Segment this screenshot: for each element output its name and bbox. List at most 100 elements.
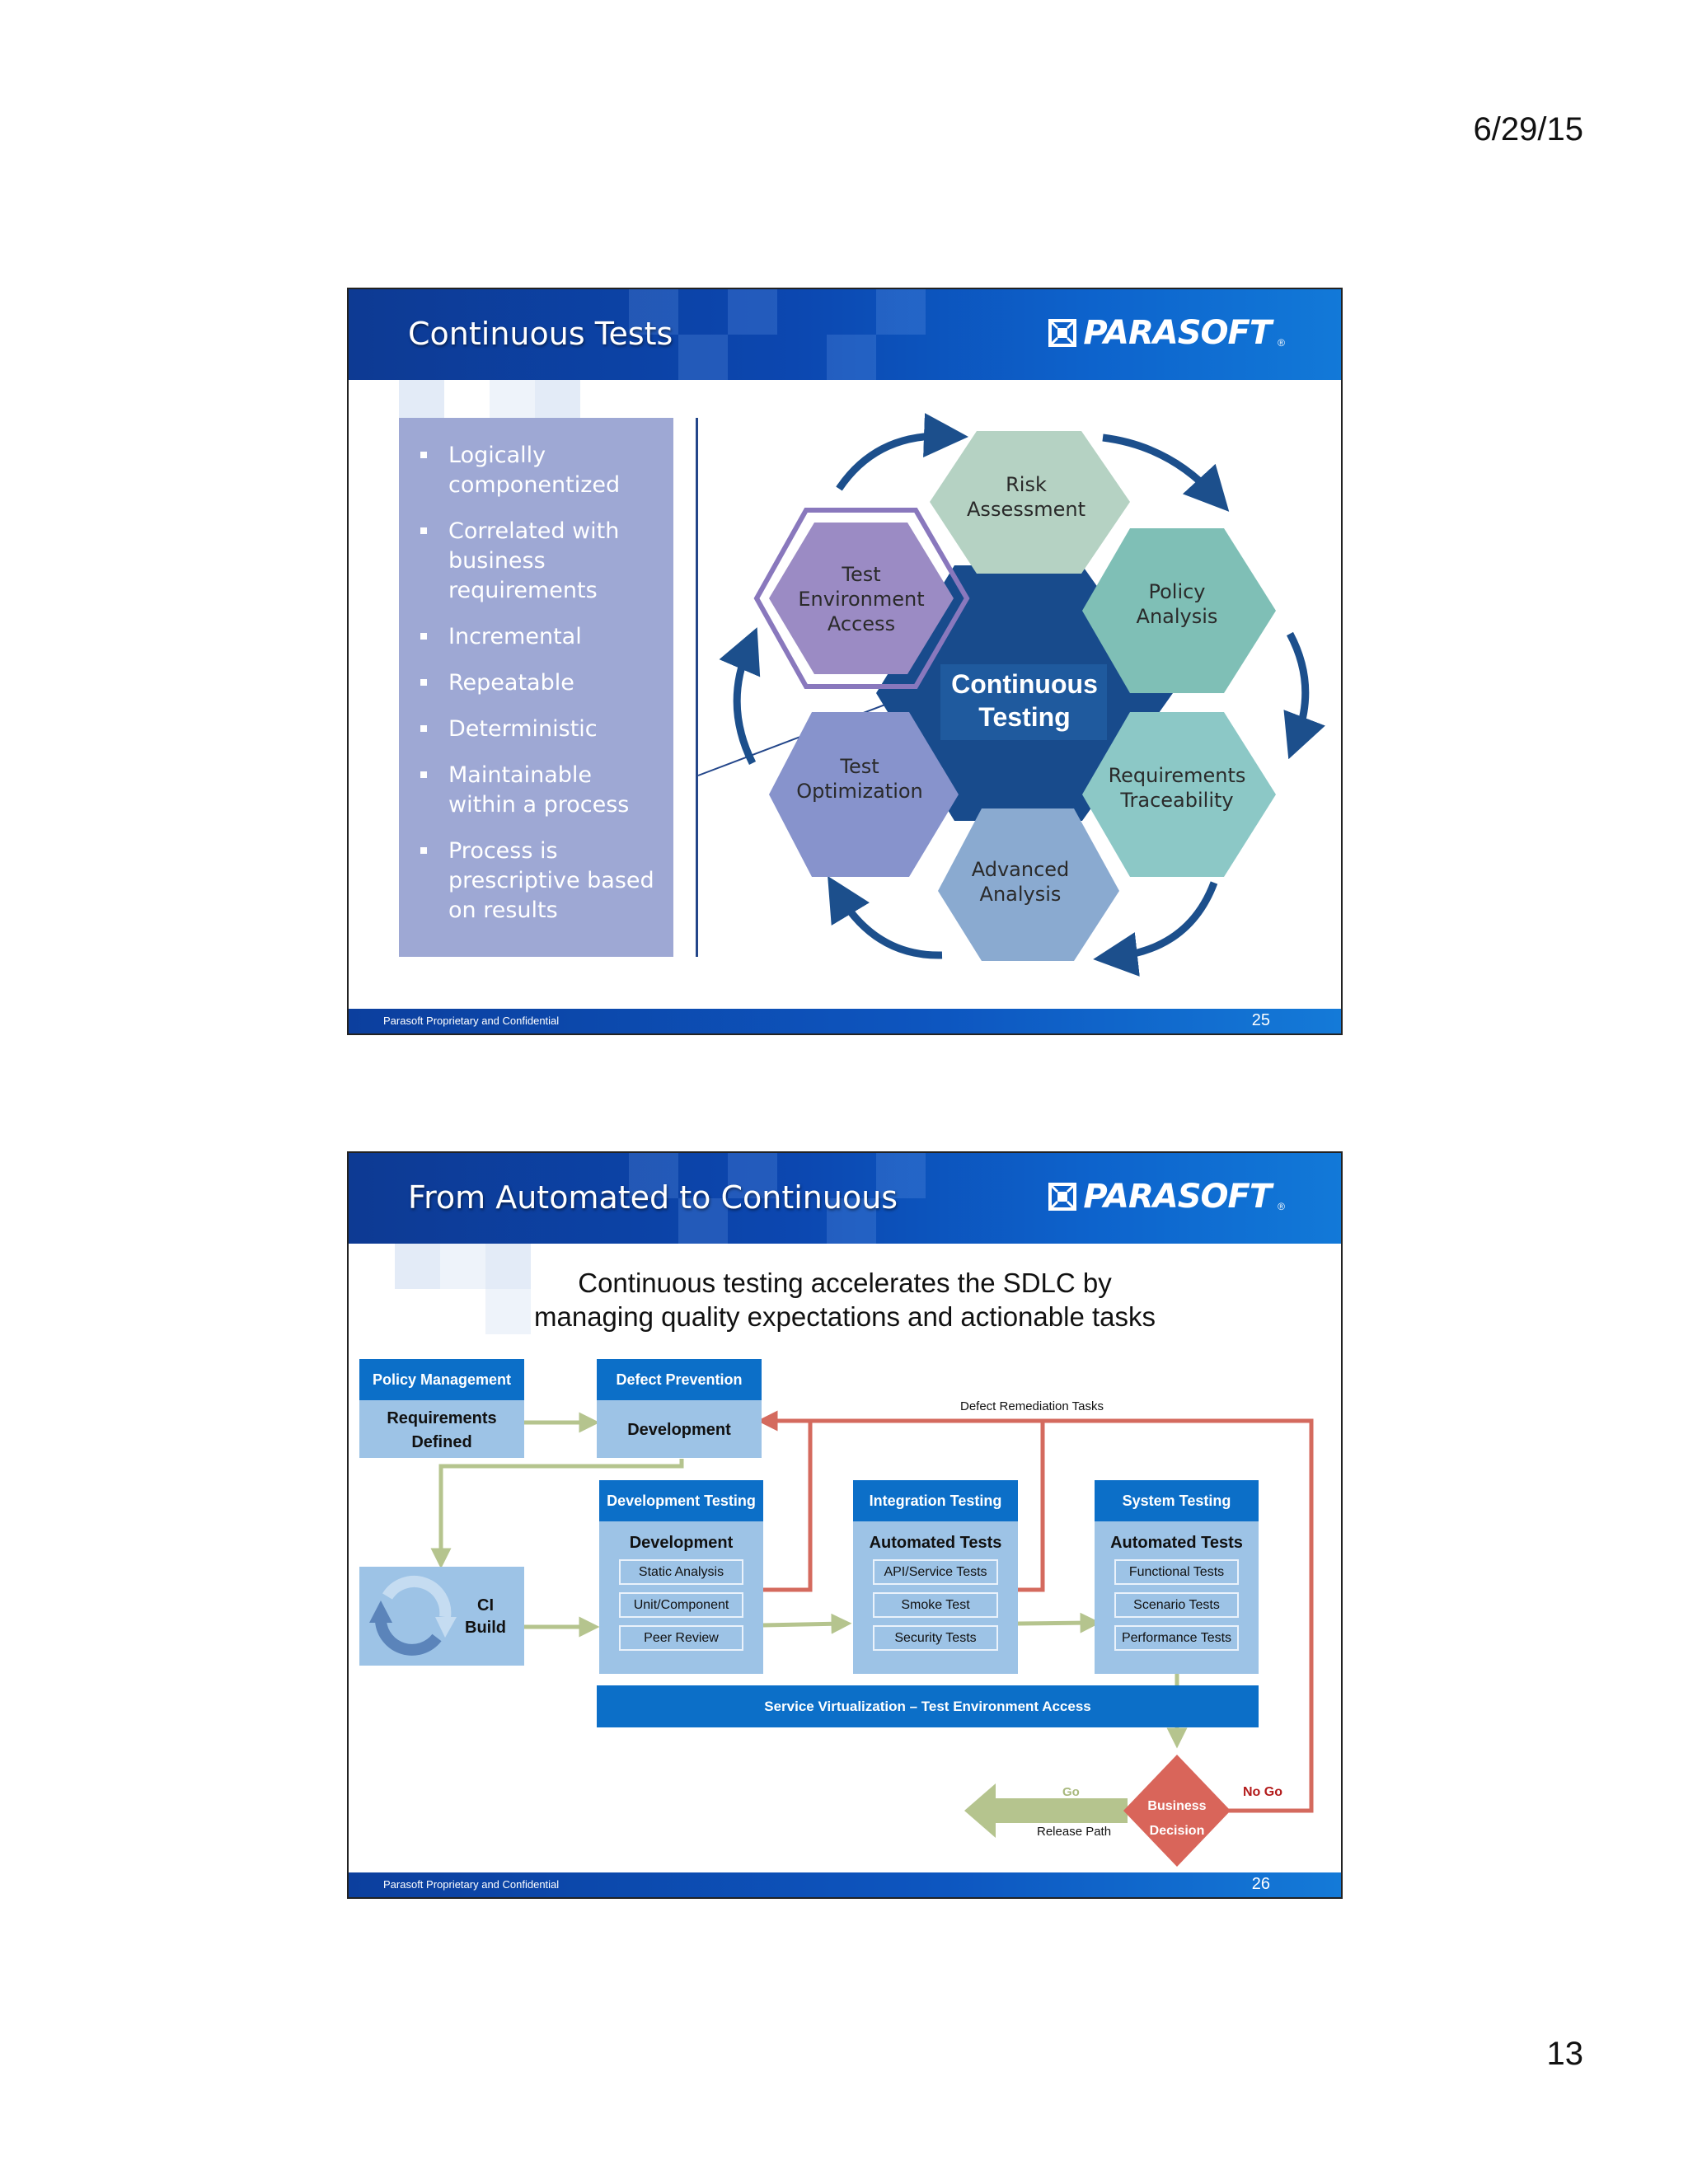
parasoft-logo-icon — [1048, 1183, 1077, 1211]
logo-registered: ® — [1278, 1201, 1285, 1212]
hex-label: Test — [841, 563, 880, 586]
test-item: Smoke Test — [873, 1592, 998, 1618]
test-item: Functional Tests — [1114, 1559, 1239, 1585]
panel-header: Integration Testing — [853, 1480, 1018, 1521]
ci-build-label: CI Build — [457, 1595, 514, 1639]
bullet-item: Process is prescriptive based on results — [420, 837, 657, 926]
hex-label: Requirements — [1109, 764, 1246, 787]
parasoft-logo: PARASOFT ® — [1048, 314, 1285, 352]
hex-label: Optimization — [796, 780, 923, 803]
test-item: Static Analysis — [619, 1559, 743, 1585]
panel-title: Automated Tests — [1110, 1534, 1243, 1552]
flow-arrow — [430, 1459, 684, 1569]
flow-arrow — [1017, 1612, 1101, 1633]
policy-management-panel: Policy Management Requirements Defined — [359, 1359, 524, 1458]
test-item: Peer Review — [619, 1625, 743, 1651]
panel-title: Development — [627, 1421, 731, 1439]
go-label: Go — [1062, 1785, 1080, 1799]
refresh-cycle-icon — [369, 1575, 457, 1656]
subtitle-line: Continuous testing accelerates the SDLC … — [578, 1268, 1112, 1298]
page-date: 6/29/15 — [1473, 111, 1583, 148]
bullet-item: Deterministic — [420, 715, 657, 744]
slide-header: From Automated to Continuous PARASOFT ® — [349, 1153, 1341, 1244]
remediation-line — [757, 1410, 1314, 1813]
panel-title: Requirements — [387, 1409, 497, 1427]
test-item: Security Tests — [873, 1625, 998, 1651]
subtitle-line: managing quality expectations and action… — [534, 1301, 1156, 1332]
bullet-item: Repeatable — [420, 668, 657, 698]
hex-label: Traceability — [1119, 789, 1233, 812]
hex-label: Policy — [1148, 580, 1205, 603]
test-item: Scenario Tests — [1114, 1592, 1239, 1618]
defect-prevention-panel: Defect Prevention Development — [597, 1359, 762, 1458]
business-decision-label: Business Decision — [1136, 1794, 1218, 1844]
center-label-box — [940, 664, 1107, 740]
logo-text: PARASOFT — [1083, 1178, 1272, 1216]
test-environment-outline — [753, 508, 970, 689]
no-go-label: No Go — [1243, 1785, 1282, 1799]
business-decision-diamond — [1123, 1755, 1231, 1867]
bullet-item: Incremental — [420, 622, 657, 652]
hex-label: Advanced — [972, 858, 1070, 881]
remediation-line — [763, 1421, 813, 1592]
test-item: API/Service Tests — [873, 1559, 998, 1585]
slide-footer: Parasoft Proprietary and Confidential 26 — [349, 1872, 1341, 1897]
remediation-line — [1018, 1421, 1045, 1592]
hex-label: Analysis — [1137, 605, 1218, 628]
risk-assessment-hexagon — [930, 431, 1130, 574]
development-testing-panel: Development Testing Development Static A… — [599, 1480, 763, 1674]
page-number: 13 — [1546, 2036, 1584, 2072]
policy-analysis-hexagon — [1082, 528, 1276, 693]
advanced-analysis-hexagon — [938, 808, 1119, 961]
cycle-arrow — [1283, 631, 1325, 760]
hex-label: Risk — [1006, 473, 1047, 496]
panel-header: Defect Prevention — [597, 1359, 762, 1400]
panel-title: Defined — [411, 1433, 472, 1451]
cycle-arrow — [1093, 881, 1218, 977]
center-label: Continuous — [951, 669, 1098, 699]
slide-title: From Automated to Continuous — [408, 1179, 898, 1216]
logo-text: PARASOFT — [1083, 314, 1272, 352]
flow-connectors — [430, 1410, 1314, 1867]
hex-label: Analysis — [980, 883, 1062, 906]
bullet-box: Logically componentized Correlated with … — [399, 418, 673, 957]
panel-header: System Testing — [1095, 1480, 1259, 1521]
center-label: Testing — [978, 702, 1070, 732]
test-environment-hexagon — [769, 523, 954, 674]
parasoft-logo: PARASOFT ® — [1048, 1178, 1285, 1216]
panel-header: Policy Management — [359, 1359, 524, 1400]
decision-line: Business — [1147, 1799, 1207, 1813]
slide-footer: Parasoft Proprietary and Confidential 25 — [349, 1009, 1341, 1033]
hex-label: Environment — [798, 588, 924, 611]
slide-header: Continuous Tests PARASOFT ® — [349, 289, 1341, 380]
parasoft-logo-icon — [1048, 319, 1077, 347]
panel-title: Development — [629, 1534, 734, 1552]
bullet-list: Logically componentized Correlated with … — [399, 418, 673, 926]
hex-label: Assessment — [967, 498, 1085, 521]
test-item: Unit/Component — [619, 1592, 743, 1618]
slide-automated-to-continuous: From Automated to Continuous PARASOFT ® … — [347, 1151, 1343, 1899]
release-arrow — [964, 1783, 1128, 1838]
flow-arrow — [762, 1613, 852, 1634]
slide-title: Continuous Tests — [408, 316, 673, 352]
footer-text: Parasoft Proprietary and Confidential — [383, 1878, 560, 1891]
slide-continuous-tests: Continuous Tests PARASOFT ® Logically co… — [347, 288, 1343, 1035]
ci-label: CI — [477, 1596, 494, 1615]
divider-line — [696, 418, 698, 957]
defect-remediation-label: Defect Remediation Tasks — [960, 1399, 1104, 1413]
footer-text: Parasoft Proprietary and Confidential — [383, 1015, 560, 1027]
slide-subtitle: Continuous testing accelerates the SDLC … — [349, 1266, 1341, 1333]
release-path-label: Release Path — [1037, 1825, 1112, 1839]
requirements-traceability-hexagon — [1082, 712, 1276, 877]
panel-header: Development Testing — [599, 1480, 763, 1521]
panel-title: Automated Tests — [869, 1534, 1002, 1552]
slide-number: 26 — [1251, 1875, 1270, 1893]
system-testing-panel: System Testing Automated Tests Functiona… — [1095, 1480, 1259, 1674]
integration-testing-panel: Integration Testing Automated Tests API/… — [853, 1480, 1018, 1674]
logo-registered: ® — [1278, 337, 1285, 349]
bullet-item: Maintainable within a process — [420, 761, 657, 820]
decision-line: Decision — [1149, 1824, 1205, 1838]
continuous-testing-diagram: Continuous Testing Risk Assessment Polic… — [697, 413, 1325, 977]
bullet-item: Logically componentized — [420, 441, 657, 500]
service-virtualization-bar: Service Virtualization – Test Environmen… — [597, 1685, 1259, 1727]
